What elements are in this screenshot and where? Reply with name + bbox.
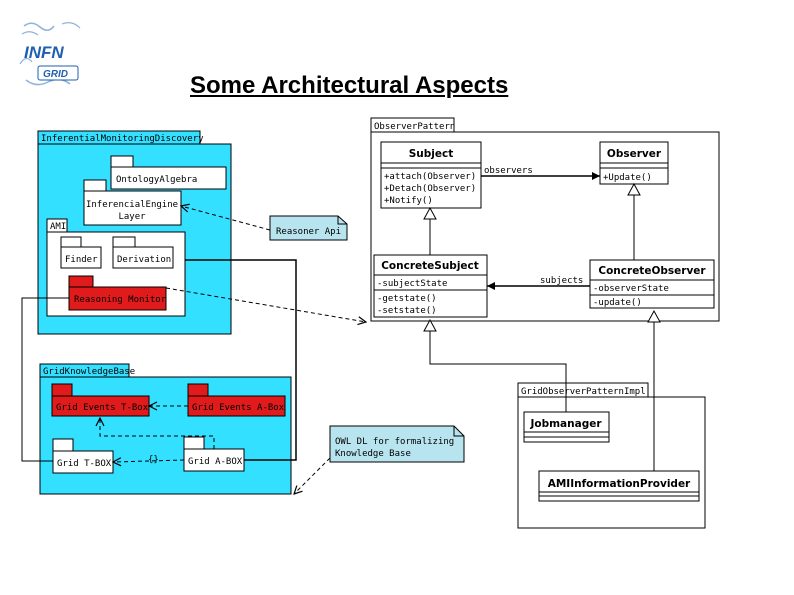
package-derivation: Derivation — [112, 236, 174, 269]
ontology-algebra-label: OntologyAlgebra — [116, 175, 197, 185]
observers-label: observers — [484, 166, 533, 176]
package-grid-tbox: Grid T-BOX — [52, 438, 114, 474]
association-reasoning-tbox — [21, 297, 69, 462]
grid-kb-label: GridKnowledgeBase — [43, 367, 135, 377]
note-owl-line2: Knowledge Base — [335, 449, 411, 459]
logo-text-infn: INFN — [24, 43, 64, 62]
concrete-observer-attr: -observerState — [593, 284, 669, 294]
subject-title: Subject — [409, 148, 454, 160]
grid-events-tbox-label: Grid Events T-Box — [56, 403, 149, 413]
package-inferential-label: InferentialMonitoringDiscovery — [41, 134, 204, 144]
dependency-reasoning-to-observer — [165, 287, 366, 322]
slide-title: Some Architectural Aspects — [190, 72, 509, 99]
dependency-abox-to-tbox: {} — [100, 406, 215, 465]
class-observer: Observer +Update() — [599, 141, 669, 185]
generalization-concrete-subject — [423, 206, 437, 255]
subject-op: +Notify() — [384, 196, 433, 206]
note-link-owl — [294, 457, 331, 494]
engine-label-line2: Layer — [118, 212, 146, 222]
reasoning-monitor-label: Reasoning Monitor — [74, 295, 167, 305]
association-observers: observers — [481, 166, 600, 180]
observer-title: Observer — [607, 148, 662, 160]
observer-pattern-label: ObserverPattern — [374, 122, 455, 132]
subject-op: +attach(Observer) — [384, 172, 476, 182]
package-grid-observer-impl: GridObserverPatternImpl — [517, 382, 706, 529]
concrete-subject-attr: -subjectState — [377, 279, 447, 289]
derivation-label: Derivation — [117, 255, 171, 265]
engine-label-line1: InferencialEngine — [86, 200, 178, 210]
concrete-subject-title: ConcreteSubject — [381, 260, 479, 272]
note-reasoner-api: Reasoner Api — [269, 215, 348, 241]
class-jobmanager: Jobmanager — [523, 411, 610, 443]
logo-text-grid: GRID — [43, 69, 68, 80]
generalization-concrete-observer — [627, 182, 641, 260]
grid-tbox-label: Grid T-BOX — [57, 459, 112, 469]
ami-provider-title: AMIInformationProvider — [548, 478, 691, 490]
observer-op: +Update() — [603, 173, 652, 183]
package-grid-knowledge-base: GridKnowledgeBase — [39, 363, 292, 495]
dependency-label: {} — [148, 455, 159, 465]
class-ami-information-provider: AMIInformationProvider — [538, 470, 700, 502]
infn-grid-logo: INFN GRID — [18, 18, 84, 94]
finder-label: Finder — [65, 255, 98, 265]
generalization-jobmanager — [423, 318, 567, 412]
class-subject: Subject +attach(Observer) +Detach(Observ… — [380, 141, 482, 209]
concrete-subject-op: -setstate() — [377, 306, 437, 316]
association-subjects: subjects — [487, 276, 590, 290]
concrete-observer-title: ConcreteObserver — [598, 265, 706, 277]
note-owl-line1: OWL DL for formalizing — [335, 437, 454, 447]
grid-abox-label: Grid A-BOX — [188, 457, 243, 467]
note-reasoner-label: Reasoner Api — [276, 227, 341, 237]
package-inferencial-engine: InferencialEngine Layer — [83, 179, 182, 226]
package-grid-abox: Grid A-BOX — [183, 436, 245, 472]
package-grid-events-abox: Grid Events A-Box — [187, 383, 286, 417]
concrete-observer-op: -update() — [593, 298, 642, 308]
class-concrete-subject: ConcreteSubject -subjectState -getstate(… — [373, 254, 488, 318]
class-concrete-observer: ConcreteObserver -observerState -update(… — [589, 259, 715, 309]
subject-op: +Detach(Observer) — [384, 184, 476, 194]
note-owl-dl: OWL DL for formalizing Knowledge Base — [329, 425, 465, 463]
package-finder: Finder — [60, 236, 102, 269]
grid-observer-impl-label: GridObserverPatternImpl — [521, 387, 646, 397]
subjects-label: subjects — [540, 276, 583, 286]
grid-events-abox-label: Grid Events A-Box — [192, 403, 285, 413]
jobmanager-title: Jobmanager — [529, 418, 602, 430]
generalization-ami-provider — [647, 309, 661, 471]
note-link-reasoner — [181, 206, 271, 231]
association-ami-abox — [185, 259, 297, 461]
ami-label: AMI — [50, 222, 66, 232]
concrete-subject-op: -getstate() — [377, 294, 437, 304]
package-ontology-algebra: OntologyAlgebra — [110, 155, 227, 190]
